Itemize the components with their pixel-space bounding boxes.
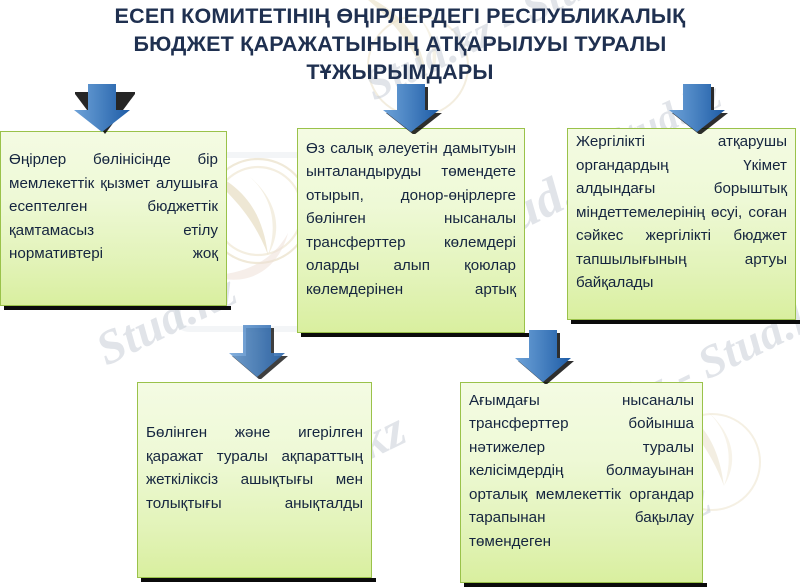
box-top-center: Өз салық әлеуетін дамытуын ынталандыруды… (297, 128, 525, 333)
box-bottom-right: Ағымдағы нысаналы трансферттер бойынша н… (460, 382, 703, 583)
box-text: Жергілікті атқарушы органдардың Үкімет а… (576, 133, 787, 291)
arrow-to-bottom-right (510, 330, 576, 384)
box-shadow (571, 320, 800, 324)
title-line: ТҰЖЫРЫМДАРЫ (306, 60, 494, 84)
arrow-to-top-right (663, 84, 731, 134)
title-line: ЕСЕП КОМИТЕТІНІҢ ӨҢІРЛЕРДЕГІ РЕСПУБЛИКАЛ… (114, 4, 686, 28)
slide-title: ЕСЕП КОМИТЕТІНІҢ ӨҢІРЛЕРДЕГІ РЕСПУБЛИКАЛ… (60, 2, 740, 86)
arrow-to-top-left (68, 84, 136, 134)
box-shadow (4, 306, 231, 310)
arrow-to-bottom-left (224, 325, 290, 379)
box-shadow (301, 333, 529, 337)
box-shadow (141, 578, 376, 582)
box-top-right: Жергілікті атқарушы органдардың Үкімет а… (567, 128, 796, 320)
box-top-left: Өңірлер бөлінісінде бір мемлекеттік қызм… (0, 131, 227, 306)
box-bottom-left: Бөлінген және игерілген қаражат туралы а… (137, 382, 372, 578)
box-text: Өз салық әлеуетін дамытуын ынталандыруды… (306, 139, 516, 298)
arrow-to-top-center (377, 84, 445, 134)
box-text: Бөлінген және игерілген қаражат туралы а… (146, 424, 363, 512)
box-shadow (464, 583, 707, 587)
title-line: БЮДЖЕТ ҚАРАЖАТЫНЫҢ АТҚАРЫЛУЫ ТУРАЛЫ (133, 32, 667, 56)
box-text: Ағымдағы нысаналы трансферттер бойынша н… (469, 391, 694, 550)
box-text: Өңірлер бөлінісінде бір мемлекеттік қызм… (9, 151, 218, 262)
